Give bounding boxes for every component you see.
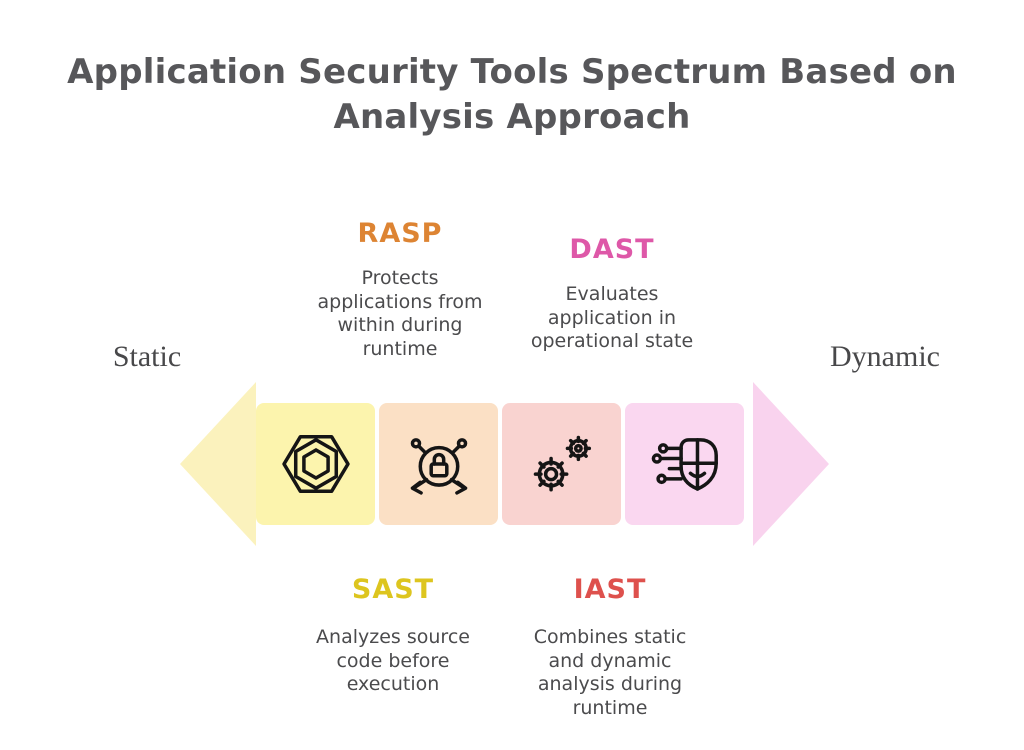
spectrum-boxes [256, 403, 744, 525]
tool-rasp-name: RASP [357, 218, 443, 249]
lock-network-icon [410, 438, 467, 495]
tool-iast-label-group: IAST Combines static and dynamic analysi… [510, 574, 710, 720]
tool-dast-description: Evaluates application in operational sta… [530, 283, 694, 352]
tool-dast-label-group: DAST Evaluates application in operationa… [512, 234, 712, 354]
nested-hexagons-icon [281, 434, 350, 494]
axis-label-static: Static [112, 340, 182, 373]
page-title: Application Security Tools Spectrum Base… [67, 52, 957, 137]
box-sast [256, 403, 375, 525]
axis-label-dynamic: Dynamic [830, 340, 940, 373]
double-gears-icon [533, 435, 591, 492]
box-dast [625, 403, 744, 525]
tool-sast-description: Analyzes source code before execution [316, 626, 470, 695]
tool-rasp-label-group: RASP Protects applications from within d… [300, 218, 500, 361]
tool-rasp-description: Protects applications from within during… [317, 267, 483, 360]
tool-iast-name: IAST [573, 574, 647, 605]
right-arrowhead [753, 382, 829, 546]
box-rasp [379, 403, 498, 525]
box-iast [502, 403, 621, 525]
shield-circuit-icon [651, 438, 718, 491]
left-arrowhead [180, 382, 256, 546]
tool-sast-label-group: SAST Analyzes source code before executi… [293, 574, 493, 697]
tool-iast-description: Combines static and dynamic analysis dur… [533, 626, 687, 719]
tool-sast-name: SAST [351, 574, 435, 605]
tool-dast-name: DAST [569, 234, 655, 265]
